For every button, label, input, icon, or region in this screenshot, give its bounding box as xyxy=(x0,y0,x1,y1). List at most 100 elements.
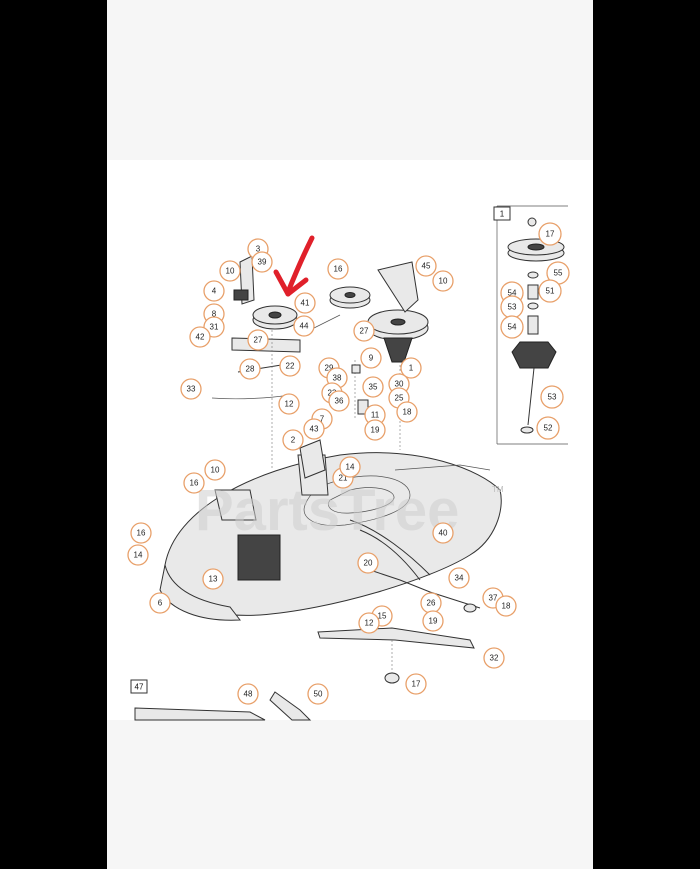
svg-text:7: 7 xyxy=(320,415,325,424)
callout-12: 12 xyxy=(278,393,300,415)
callout-2: 2 xyxy=(282,429,304,451)
svg-text:27: 27 xyxy=(254,336,263,345)
svg-text:48: 48 xyxy=(244,690,253,699)
svg-text:32: 32 xyxy=(490,654,499,663)
callout-17b: 17 xyxy=(538,222,562,246)
callout-10b: 10 xyxy=(432,270,454,292)
callout-13: 13 xyxy=(202,568,224,590)
svg-text:45: 45 xyxy=(422,262,431,271)
svg-text:17: 17 xyxy=(546,230,555,239)
bottom-blank-band xyxy=(107,720,593,869)
callout-40: 40 xyxy=(432,522,454,544)
svg-text:38: 38 xyxy=(333,374,342,383)
svg-text:14: 14 xyxy=(134,551,143,560)
svg-text:35: 35 xyxy=(369,383,378,392)
svg-text:10: 10 xyxy=(439,277,448,286)
svg-text:43: 43 xyxy=(310,425,319,434)
callout-43: 43 xyxy=(303,418,325,440)
callout-39: 39 xyxy=(251,251,273,273)
svg-text:10: 10 xyxy=(211,466,220,475)
svg-text:8: 8 xyxy=(212,310,217,319)
callout-17: 17 xyxy=(405,673,427,695)
callout-19: 19 xyxy=(364,419,386,441)
spindle-inset: 1 xyxy=(493,205,568,445)
svg-text:18: 18 xyxy=(502,602,511,611)
callout-1: 1 xyxy=(400,357,422,379)
svg-text:34: 34 xyxy=(455,574,464,583)
top-blank-band xyxy=(107,0,593,160)
bottom-inset: 47 xyxy=(130,679,312,721)
svg-text:15: 15 xyxy=(378,612,387,621)
svg-text:25: 25 xyxy=(395,394,404,403)
svg-text:9: 9 xyxy=(369,354,374,363)
svg-text:53: 53 xyxy=(508,303,517,312)
svg-text:26: 26 xyxy=(427,599,436,608)
svg-text:11: 11 xyxy=(371,411,380,420)
callout-20: 20 xyxy=(357,552,379,574)
callout-18b: 18 xyxy=(495,595,517,617)
callout-34: 34 xyxy=(448,567,470,589)
callout-35: 35 xyxy=(362,376,384,398)
watermark: PartsTree xyxy=(195,478,459,543)
callout-36: 36 xyxy=(328,390,350,412)
callout-11: 11 xyxy=(364,404,386,426)
svg-text:1: 1 xyxy=(500,210,505,219)
svg-text:54: 54 xyxy=(508,289,517,298)
svg-text:37: 37 xyxy=(489,594,498,603)
callout-45: 45 xyxy=(415,255,437,277)
upper-assembly xyxy=(211,255,481,613)
callout-28: 28 xyxy=(239,358,261,380)
callout-6: 6 xyxy=(149,592,171,614)
svg-text:19: 19 xyxy=(429,617,438,626)
svg-text:2: 2 xyxy=(291,436,296,445)
svg-text:3: 3 xyxy=(256,245,261,254)
callout-48: 48 xyxy=(237,683,259,705)
mower-blade xyxy=(317,627,475,684)
svg-text:44: 44 xyxy=(300,322,309,331)
svg-text:12: 12 xyxy=(285,400,294,409)
svg-text:1: 1 xyxy=(409,364,414,373)
callout-54b: 54 xyxy=(500,315,524,339)
svg-text:17: 17 xyxy=(412,680,421,689)
callout-50: 50 xyxy=(307,683,329,705)
callout-10c: 10 xyxy=(204,459,226,481)
svg-text:22: 22 xyxy=(286,362,295,371)
svg-text:4: 4 xyxy=(212,287,217,296)
callout-16c: 16 xyxy=(130,522,152,544)
inset-label-main: 1 xyxy=(493,206,511,221)
callout-18: 18 xyxy=(396,401,418,423)
svg-text:55: 55 xyxy=(554,269,563,278)
svg-text:31: 31 xyxy=(210,323,219,332)
svg-text:42: 42 xyxy=(196,333,205,342)
svg-text:20: 20 xyxy=(364,559,373,568)
svg-text:28: 28 xyxy=(246,365,255,374)
svg-text:53: 53 xyxy=(548,393,557,402)
callout-26: 26 xyxy=(420,592,442,614)
svg-text:21: 21 xyxy=(339,474,348,483)
svg-text:29: 29 xyxy=(325,364,334,373)
svg-text:47: 47 xyxy=(135,683,144,692)
belt-guard-bracket xyxy=(377,261,419,313)
svg-text:41: 41 xyxy=(301,299,310,308)
svg-text:50: 50 xyxy=(314,690,323,699)
callout-4: 4 xyxy=(203,280,225,302)
callout-14b: 14 xyxy=(127,544,149,566)
svg-text:16: 16 xyxy=(190,479,199,488)
callout-27: 27 xyxy=(247,329,269,351)
callout-9: 9 xyxy=(360,347,382,369)
callout-53b: 53 xyxy=(540,385,564,409)
svg-text:19: 19 xyxy=(371,426,380,435)
svg-text:10: 10 xyxy=(226,267,235,276)
callout-33: 33 xyxy=(180,378,202,400)
deck-idler-bracket xyxy=(237,534,281,581)
callouts: 3 39 10 4 8 31 42 33 27 28 22 12 16 41 4… xyxy=(127,222,570,705)
red-arrow-annotation xyxy=(273,235,315,297)
svg-text:18: 18 xyxy=(403,408,412,417)
svg-text:39: 39 xyxy=(258,258,267,267)
callout-44: 44 xyxy=(293,315,315,337)
callout-32: 32 xyxy=(483,647,505,669)
svg-text:52: 52 xyxy=(544,424,553,433)
svg-text:54: 54 xyxy=(508,323,517,332)
mower-deck: PartsTree TM xyxy=(159,452,504,621)
